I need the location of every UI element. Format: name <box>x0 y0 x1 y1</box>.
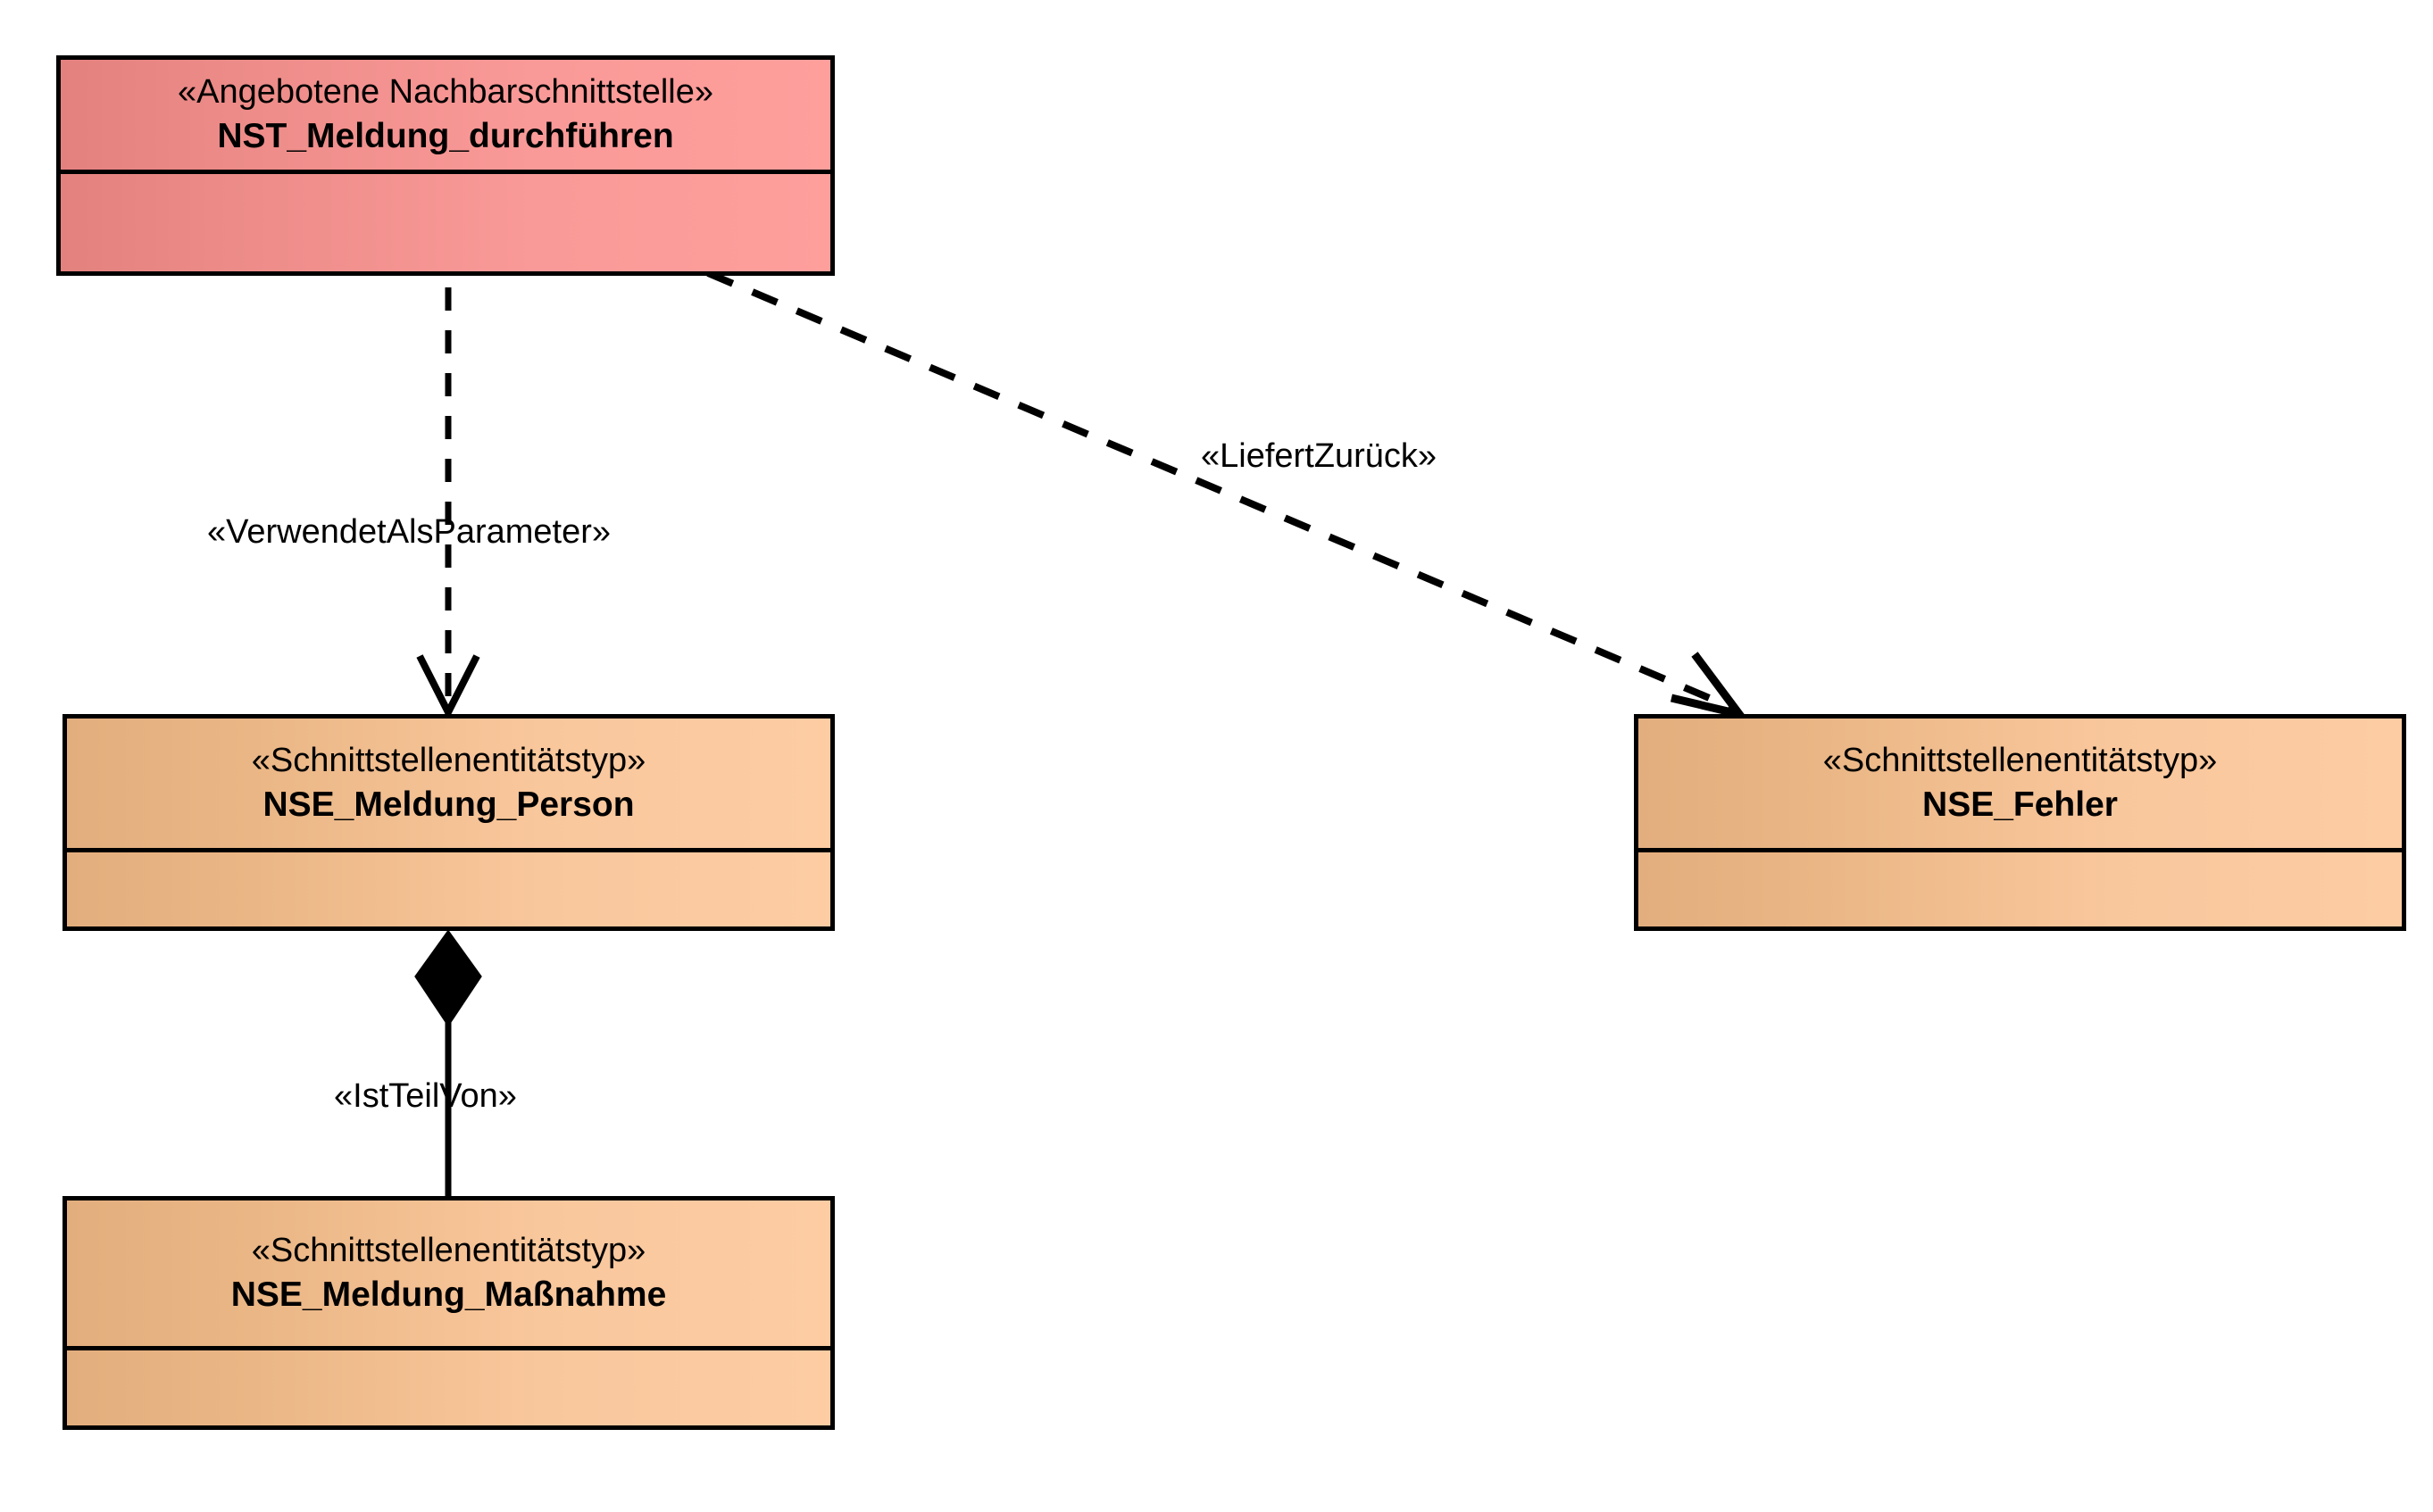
stereotype-label: «Schnittstellenentitätstyp» <box>251 1232 646 1270</box>
edge-ist-teil-von[interactable] <box>414 929 482 1196</box>
uml-node-nse-meldung-massnahme[interactable]: «Schnittstellenentitätstyp» NSE_Meldung_… <box>62 1196 843 1438</box>
uml-node-nse-fehler[interactable]: «Schnittstellenentitätstyp» NSE_Fehler <box>1634 714 2414 939</box>
name-compartment: «Schnittstellenentitätstyp» NSE_Meldung_… <box>67 719 830 852</box>
edge-line-liefert-zurueck <box>706 270 1738 713</box>
name-compartment: «Schnittstellenentitätstyp» NSE_Meldung_… <box>67 1200 830 1350</box>
stereotype-label: «Angebotene Nachbarschnittstelle» <box>178 73 713 112</box>
open-arrowhead-icon <box>416 654 480 720</box>
uml-node-nst-meldung-durchfuehren[interactable]: «Angebotene Nachbarschnittstelle» NST_Me… <box>56 55 843 284</box>
attributes-compartment <box>67 1350 830 1425</box>
edge-verwendet-als-parameter[interactable] <box>416 287 480 720</box>
attributes-compartment <box>1638 852 2402 926</box>
stereotype-label: «Schnittstellenentitätstyp» <box>251 742 646 780</box>
class-name-label: NST_Meldung_durchführen <box>217 116 674 155</box>
edge-label-verwendet-als-parameter: «VerwendetAlsParameter» <box>207 513 612 551</box>
edge-label-ist-teil-von: «IstTeilVon» <box>334 1077 517 1115</box>
uml-node-nse-meldung-person[interactable]: «Schnittstellenentitätstyp» NSE_Meldung_… <box>62 714 843 939</box>
class-name-label: NSE_Meldung_Maßnahme <box>230 1275 667 1314</box>
name-compartment: «Schnittstellenentitätstyp» NSE_Fehler <box>1638 719 2402 852</box>
attributes-compartment <box>61 174 830 271</box>
stereotype-label: «Schnittstellenentitätstyp» <box>1822 742 2218 780</box>
attributes-compartment <box>67 852 830 926</box>
class-name-label: NSE_Meldung_Person <box>262 785 635 824</box>
class-name-label: NSE_Fehler <box>1922 785 2118 824</box>
edge-liefert-zurueck[interactable] <box>706 270 1750 721</box>
name-compartment: «Angebotene Nachbarschnittstelle» NST_Me… <box>61 60 830 174</box>
edge-label-liefert-zurueck: «LiefertZurück» <box>1201 437 1437 475</box>
open-arrowhead-icon <box>1670 652 1750 721</box>
filled-diamond-icon <box>414 929 482 1027</box>
